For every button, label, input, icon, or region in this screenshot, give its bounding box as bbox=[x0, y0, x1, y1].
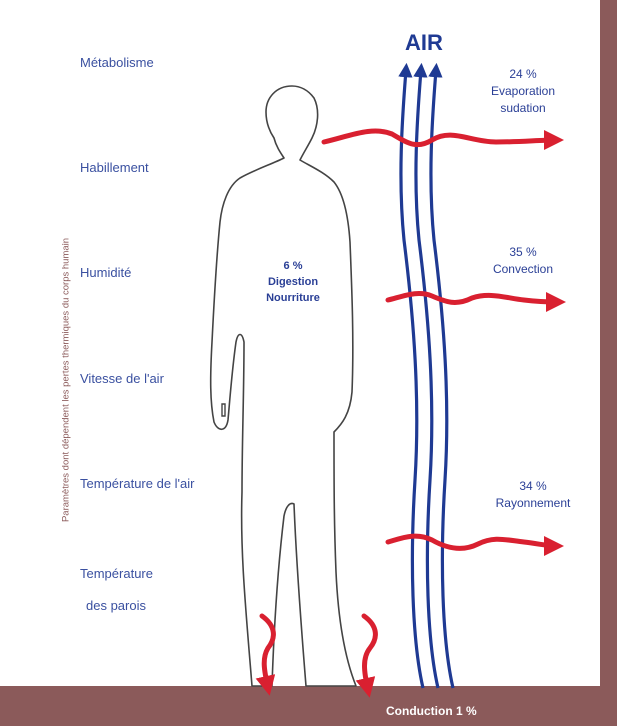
param-temperature-parois-2: des parois bbox=[86, 598, 146, 613]
evaporation-label: 24 % Evaporation sudation bbox=[478, 66, 568, 117]
convection-percent: 35 % bbox=[478, 244, 568, 261]
air-flow-line-3 bbox=[431, 70, 453, 688]
side-axis-label: Paramètres dont dépendent les pertes the… bbox=[61, 238, 72, 522]
rayonnement-percent: 34 % bbox=[478, 478, 588, 495]
param-metabolisme: Métabolisme bbox=[80, 55, 154, 70]
rayonnement-label: 34 % Rayonnement bbox=[478, 478, 588, 512]
digestion-label: 6 % Digestion Nourriture bbox=[256, 258, 330, 306]
param-temperature-air: Température de l'air bbox=[80, 476, 194, 491]
evaporation-percent: 24 % bbox=[478, 66, 568, 83]
nourriture-text: Nourriture bbox=[256, 290, 330, 306]
human-silhouette bbox=[211, 86, 356, 686]
air-flow-line-2 bbox=[416, 70, 438, 688]
digestion-percent: 6 % bbox=[256, 258, 330, 274]
param-humidite: Humidité bbox=[80, 265, 131, 280]
convection-label: 35 % Convection bbox=[478, 244, 568, 278]
evaporation-arrow bbox=[324, 131, 556, 145]
param-vitesse-air: Vitesse de l'air bbox=[80, 371, 164, 386]
param-temperature-parois-1: Température bbox=[80, 566, 153, 581]
conduction-arrow-right bbox=[364, 616, 375, 690]
evaporation-text: Evaporation bbox=[478, 83, 568, 100]
hand-detail bbox=[222, 404, 225, 416]
air-label: AIR bbox=[405, 30, 443, 56]
convection-text: Convection bbox=[478, 261, 568, 278]
convection-arrow bbox=[388, 293, 558, 302]
air-flow-line-1 bbox=[401, 70, 423, 688]
rayonnement-text: Rayonnement bbox=[478, 495, 588, 512]
param-habillement: Habillement bbox=[80, 160, 149, 175]
conduction-label: Conduction 1 % bbox=[386, 704, 477, 718]
sudation-text: sudation bbox=[478, 100, 568, 117]
digestion-text: Digestion bbox=[256, 274, 330, 290]
